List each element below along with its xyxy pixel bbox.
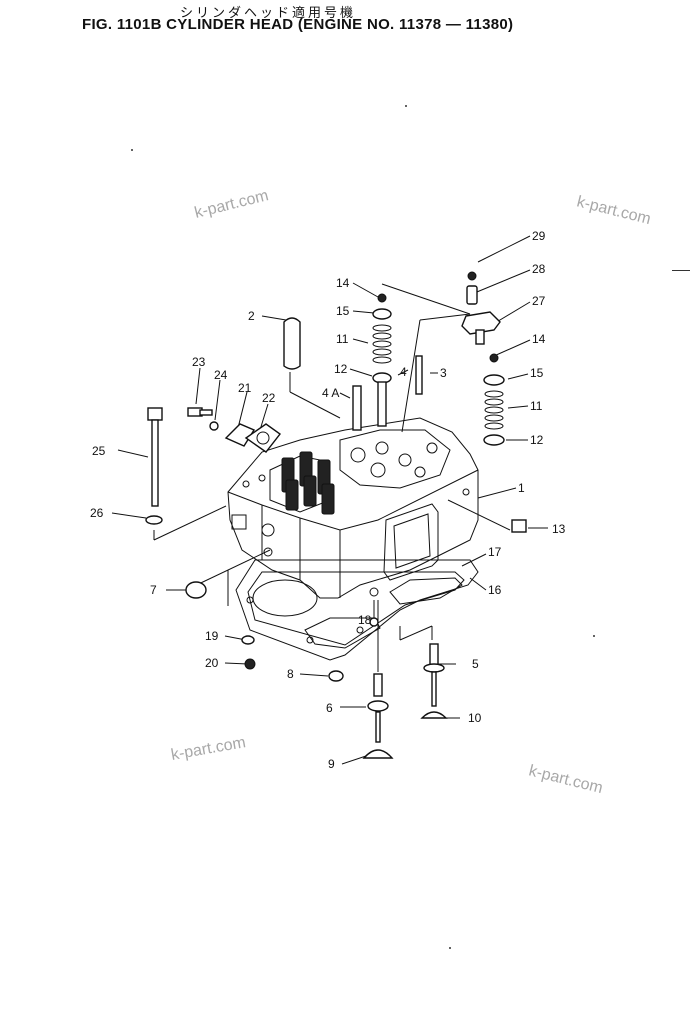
callout-18: 18 <box>358 613 372 627</box>
callout-13: 13 <box>552 522 566 536</box>
callout-15: 15 <box>530 366 544 380</box>
callout-6: 6 <box>326 701 333 715</box>
callout-25: 25 <box>92 444 106 458</box>
callout-11: 11 <box>336 332 349 346</box>
callout-24: 24 <box>214 368 228 382</box>
callout-20: 20 <box>205 656 219 670</box>
watermark: k-part.com <box>193 187 270 222</box>
valve-train-parts <box>145 271 527 759</box>
callout-3: 3 <box>440 366 447 380</box>
callout-10: 10 <box>468 711 482 725</box>
watermark: k-part.com <box>527 762 604 797</box>
callout-8: 8 <box>287 667 294 681</box>
figure-title: FIG. 1101B CYLINDER HEAD (ENGINE NO. 113… <box>82 16 514 33</box>
callout-19: 19 <box>205 629 219 643</box>
callout-16: 16 <box>488 583 502 597</box>
callout-11: 11 <box>530 399 543 413</box>
callout-2: 2 <box>248 309 255 323</box>
japanese-title: シリンダヘッド適用号機 <box>180 6 357 21</box>
watermark: k-part.com <box>170 734 247 764</box>
watermark: k-part.com <box>575 193 652 228</box>
callout-14: 14 <box>532 332 546 346</box>
callout-labels: 29 28 27 14 15 11 12 14 15 11 12 2 4 A 4… <box>90 229 566 771</box>
callout-7: 7 <box>150 583 157 597</box>
callout-28: 28 <box>532 262 546 276</box>
callout-5: 5 <box>472 657 479 671</box>
callout-26: 26 <box>90 506 104 520</box>
callout-14: 14 <box>336 276 350 290</box>
callout-12: 12 <box>530 433 544 447</box>
callout-9: 9 <box>328 757 335 771</box>
callout-22: 22 <box>262 391 276 405</box>
leader-lines <box>111 235 548 765</box>
callout-29: 29 <box>532 229 546 243</box>
callout-4a: 4 A <box>322 386 339 400</box>
head-gasket <box>235 559 479 661</box>
callout-1: 1 <box>518 481 525 495</box>
callout-27: 27 <box>532 294 546 308</box>
callout-4: 4 <box>400 365 407 379</box>
callout-12: 12 <box>334 362 348 376</box>
cylinder-head <box>227 417 479 599</box>
callout-15: 15 <box>336 304 350 318</box>
callout-17: 17 <box>488 545 502 559</box>
callout-21: 21 <box>238 381 252 395</box>
callout-23: 23 <box>192 355 206 369</box>
